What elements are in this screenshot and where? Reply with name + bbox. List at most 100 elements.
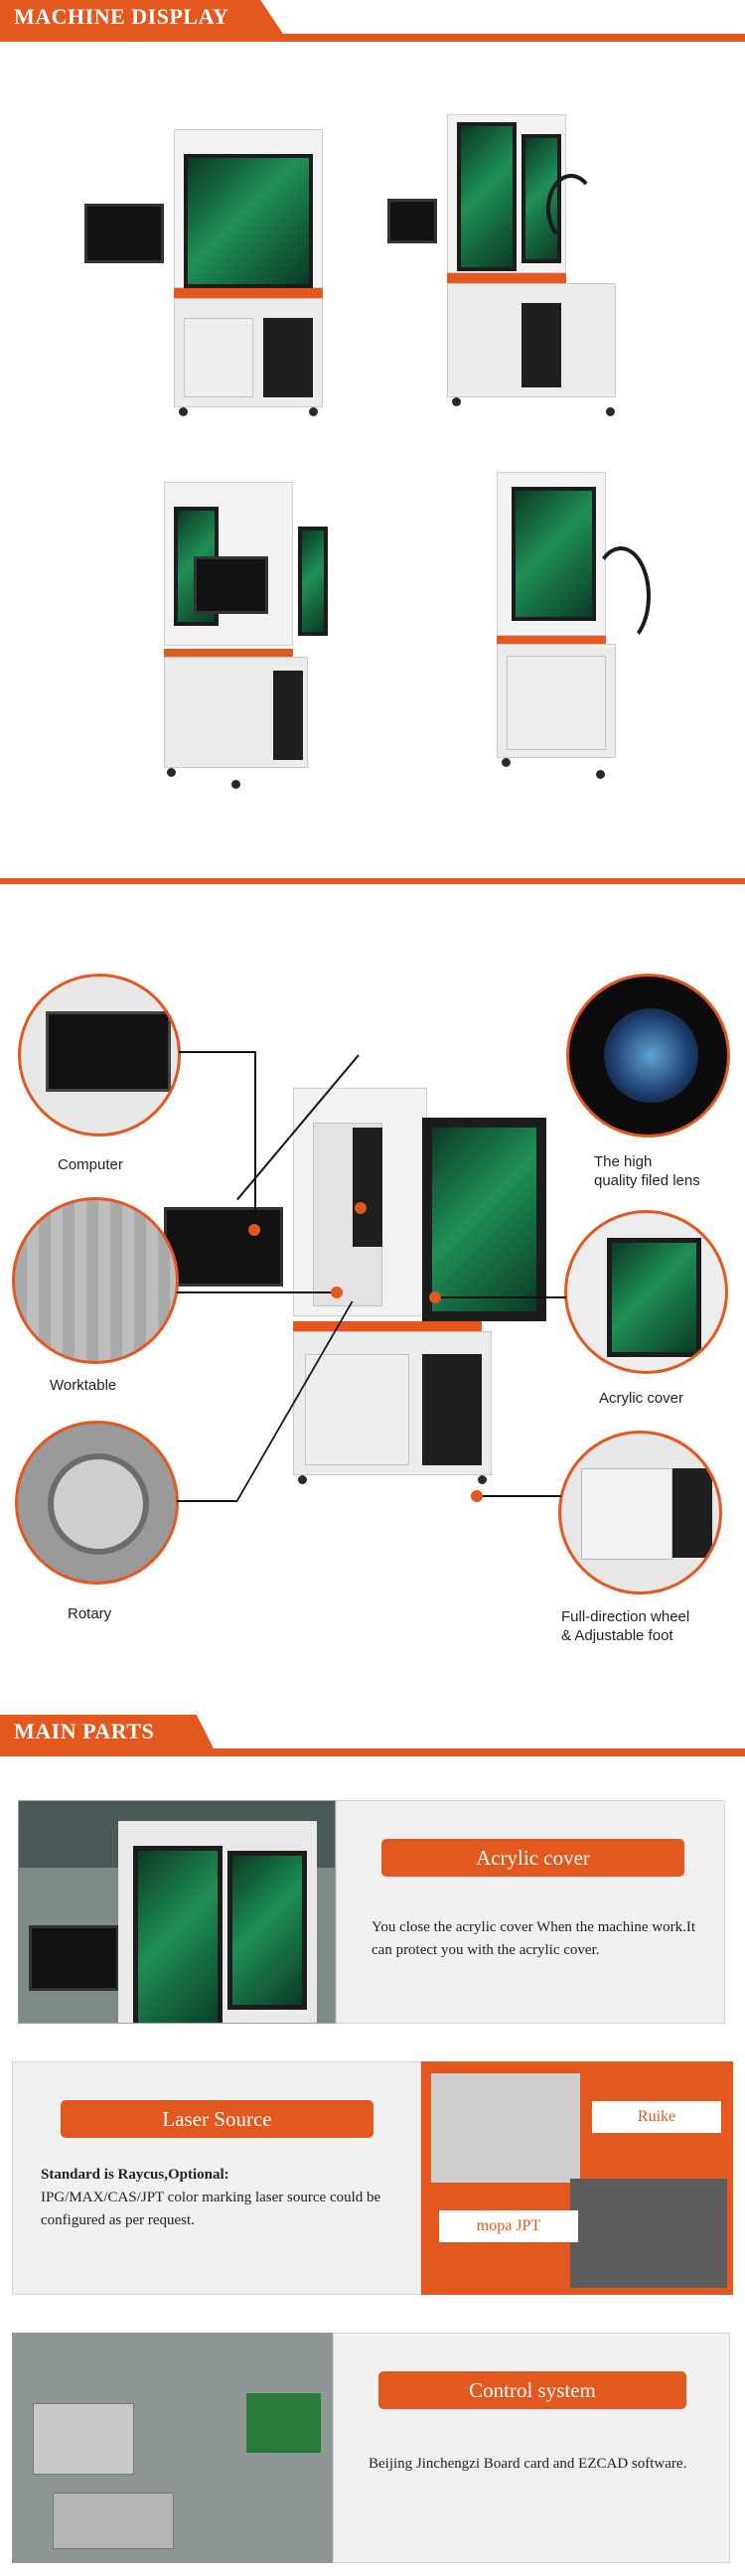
wheel-line: [477, 1495, 561, 1497]
cabinet-door: [305, 1354, 409, 1465]
board-card: [246, 2393, 321, 2453]
section-bar: [0, 34, 745, 42]
section-divider: [0, 878, 745, 884]
rotary-label: Rotary: [68, 1605, 112, 1622]
acrylic-cover-desc: You close the acrylic cover When the mac…: [372, 1919, 696, 1958]
monitor: [387, 199, 437, 243]
acrylic-window: [184, 154, 313, 288]
rotary-chuck: [48, 1453, 149, 1555]
lens-label-line1: The high: [594, 1153, 653, 1170]
wheel-label: Full-direction wheel & Adjustable foot: [561, 1607, 689, 1645]
worktable-line: [177, 1291, 336, 1293]
power-supply: [33, 2403, 134, 2475]
machine-front-view: [74, 129, 333, 427]
acrylic-window-side: [227, 1851, 307, 2010]
lens-callout-circle: [566, 974, 730, 1137]
wheel-dot: [471, 1490, 483, 1502]
rotary-line: [177, 1500, 236, 1502]
orange-stripe: [174, 288, 323, 298]
section-bar: [0, 1748, 745, 1756]
wheel-label-line2: & Adjustable foot: [561, 1627, 673, 1644]
laser-source-photo: Ruike mopa JPT: [421, 2061, 733, 2295]
computer-line: [179, 1051, 256, 1053]
section-header-machine-display: MACHINE DISPLAY: [0, 0, 745, 46]
acrylic-cover-photo: [18, 1800, 336, 2024]
section-title: MACHINE DISPLAY: [0, 0, 283, 34]
open-door-window: [298, 527, 328, 636]
laser-source-title: Laser Source: [61, 2100, 373, 2138]
worktable-callout-circle: [12, 1197, 179, 1364]
orange-stripe: [447, 273, 566, 283]
control-system-desc: Beijing Jinchengzi Board card and EZCAD …: [369, 2456, 687, 2472]
lens-label-line2: quality filed lens: [594, 1172, 700, 1189]
control-system-photo: [12, 2333, 333, 2563]
wheel: [478, 1475, 487, 1484]
control-system-title: Control system: [378, 2371, 686, 2409]
monitor: [164, 1207, 283, 1287]
wheel: [231, 780, 240, 789]
ruike-tag: Ruike: [592, 2101, 721, 2133]
acrylic-window: [133, 1846, 223, 2023]
vent-panel: [522, 303, 561, 387]
cabinet-detail: [581, 1468, 672, 1560]
laser-source-desc: IPG/MAX/CAS/JPT color marking laser sour…: [41, 2190, 381, 2228]
machine-side-view: [382, 114, 641, 432]
control-system-panel: Control system Beijing Jinchengzi Board …: [333, 2333, 730, 2563]
wheel: [606, 407, 615, 416]
vent-panel: [273, 671, 303, 760]
wheel: [596, 770, 605, 779]
computer-monitor: [46, 1011, 171, 1092]
orange-stripe: [164, 649, 293, 657]
acrylic-cover-title: Acrylic cover: [381, 1839, 684, 1877]
vent-panel: [263, 318, 313, 397]
orange-stripe: [293, 1321, 482, 1331]
computer-dot: [248, 1224, 260, 1236]
lens-dot: [355, 1202, 367, 1214]
vent-panel: [422, 1354, 482, 1465]
acrylic-window: [457, 122, 517, 271]
vent-detail: [672, 1468, 712, 1558]
jpt-laser-image: [570, 2179, 727, 2288]
wheel: [298, 1475, 307, 1484]
worktable-label: Worktable: [50, 1377, 117, 1394]
orange-stripe: [497, 636, 606, 644]
cable: [546, 174, 596, 243]
acrylic-dot: [429, 1291, 441, 1303]
computer-label: Computer: [58, 1156, 123, 1173]
laser-standard: Standard is Raycus,Optional:: [41, 2167, 229, 2183]
acrylic-label: Acrylic cover: [599, 1390, 684, 1407]
acrylic-line: [435, 1296, 566, 1298]
cabinet-door: [184, 318, 253, 397]
wheel: [179, 407, 188, 416]
acrylic-panel: [607, 1238, 701, 1357]
monitor: [194, 556, 268, 614]
acrylic-door: [422, 1118, 546, 1321]
machine-narrow-view: [487, 472, 675, 790]
acrylic-callout-circle: [564, 1210, 728, 1374]
laser-source-panel: Laser Source Standard is Raycus,Optional…: [12, 2061, 421, 2295]
monitor: [29, 1925, 119, 1991]
rotary-callout-circle: [15, 1421, 179, 1585]
wheel: [452, 397, 461, 406]
computer-callout-circle: [18, 974, 181, 1136]
ruike-laser-image: [431, 2073, 580, 2183]
wheel-callout-circle: [558, 1431, 722, 1594]
lens: [604, 1008, 698, 1103]
monitor: [84, 204, 164, 263]
acrylic-window: [512, 487, 596, 621]
acrylic-cover-panel: Acrylic cover You close the acrylic cove…: [336, 1800, 725, 2024]
worktable-dot: [331, 1287, 343, 1298]
cable: [591, 546, 651, 646]
lens-label: The high quality filed lens: [594, 1152, 700, 1190]
wheel: [167, 768, 176, 777]
wheel: [309, 407, 318, 416]
section-header-main-parts: MAIN PARTS: [0, 1715, 745, 1760]
mopa-jpt-tag: mopa JPT: [439, 2210, 578, 2242]
computer-line-vertical: [254, 1051, 256, 1230]
cabinet-door: [507, 656, 606, 750]
machine-open-door: [149, 482, 348, 800]
wheel-label-line1: Full-direction wheel: [561, 1608, 690, 1625]
laser-head: [353, 1128, 382, 1247]
section-title: MAIN PARTS: [0, 1715, 214, 1748]
wheel: [502, 758, 511, 767]
